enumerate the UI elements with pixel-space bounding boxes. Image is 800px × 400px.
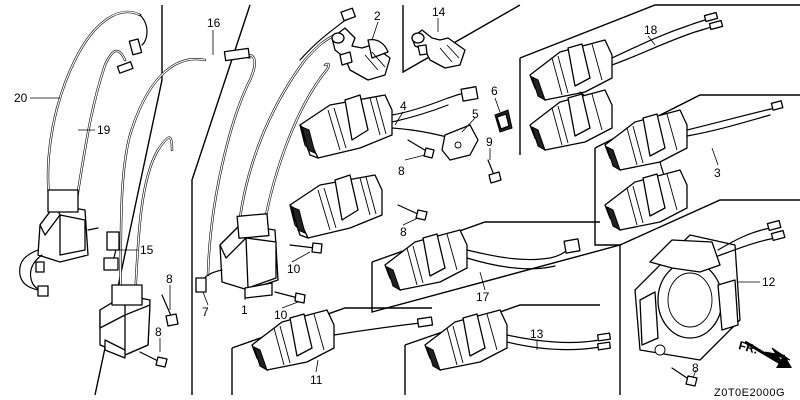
front-marker: FR. bbox=[737, 338, 759, 357]
bolt-10-b bbox=[274, 291, 306, 304]
label-part-7: 7 bbox=[202, 305, 209, 319]
bolt-8-a bbox=[407, 139, 435, 159]
grommet-6 bbox=[494, 109, 513, 133]
charge-coil-4-lower bbox=[289, 174, 383, 239]
label-part-8-left-lower: 8 bbox=[155, 325, 162, 339]
label-part-14: 14 bbox=[432, 5, 446, 19]
label-part-13: 13 bbox=[530, 327, 544, 341]
label-part-8-upper: 8 bbox=[398, 164, 405, 178]
label-part-10-upper: 10 bbox=[287, 262, 301, 276]
charge-coil-4-upper bbox=[299, 86, 479, 159]
stator-12 bbox=[634, 219, 786, 361]
coil-13 bbox=[424, 309, 612, 372]
label-part-5: 5 bbox=[472, 107, 479, 121]
ignition-coil-1 bbox=[195, 7, 356, 299]
bolt-10-a bbox=[289, 242, 323, 254]
label-part-18: 18 bbox=[644, 23, 658, 37]
callout-labels: 20 19 16 2 14 4 6 5 9 8 8 18 3 15 8 8 10… bbox=[14, 5, 776, 387]
label-part-6: 6 bbox=[491, 84, 498, 98]
panel-mid-divider bbox=[191, 4, 251, 395]
label-part-11: 11 bbox=[310, 373, 323, 387]
label-part-19: 19 bbox=[97, 123, 111, 137]
label-part-8-left-upper: 8 bbox=[166, 272, 173, 286]
bolt-8-b bbox=[397, 204, 428, 221]
coil-11 bbox=[251, 309, 434, 372]
label-part-16: 16 bbox=[207, 16, 221, 30]
label-part-12: 12 bbox=[762, 275, 776, 289]
plug-cap-2 bbox=[331, 27, 391, 81]
diagram-code: Z0T0E2000G bbox=[714, 387, 785, 399]
ignition-coil-15 bbox=[99, 57, 207, 359]
label-part-4: 4 bbox=[400, 99, 407, 113]
charge-coil-3 bbox=[604, 100, 784, 232]
panel-mid-right bbox=[594, 148, 620, 246]
label-part-8-mid: 8 bbox=[400, 225, 407, 239]
bolt-8-c bbox=[161, 294, 179, 327]
exciter-coil-17 bbox=[384, 229, 581, 292]
lighting-coil-18 bbox=[529, 11, 724, 152]
bracket-5 bbox=[441, 124, 479, 161]
screw-9 bbox=[487, 159, 502, 184]
label-part-8-right: 8 bbox=[692, 361, 699, 375]
label-part-17: 17 bbox=[476, 290, 490, 304]
bolts bbox=[139, 139, 698, 387]
label-part-10-lower: 10 bbox=[274, 308, 288, 322]
label-part-20: 20 bbox=[14, 91, 28, 105]
bolt-8-d bbox=[139, 351, 168, 368]
bolt-8-e bbox=[671, 367, 698, 387]
panel-top-right bbox=[519, 4, 800, 59]
plug-cap-14 bbox=[411, 29, 466, 69]
label-part-3: 3 bbox=[714, 166, 721, 180]
label-part-9: 9 bbox=[486, 135, 493, 149]
label-part-15: 15 bbox=[140, 243, 154, 257]
panel-coil-17 bbox=[371, 244, 621, 395]
arrow-down-right-icon bbox=[744, 340, 792, 368]
label-part-1: 1 bbox=[241, 303, 248, 317]
panel-cap-box bbox=[402, 4, 521, 74]
leader-lines bbox=[30, 18, 760, 379]
panel-bottom-right bbox=[619, 199, 800, 246]
ignition-coil-assembly-20 bbox=[19, 10, 148, 297]
label-part-2: 2 bbox=[374, 9, 381, 23]
